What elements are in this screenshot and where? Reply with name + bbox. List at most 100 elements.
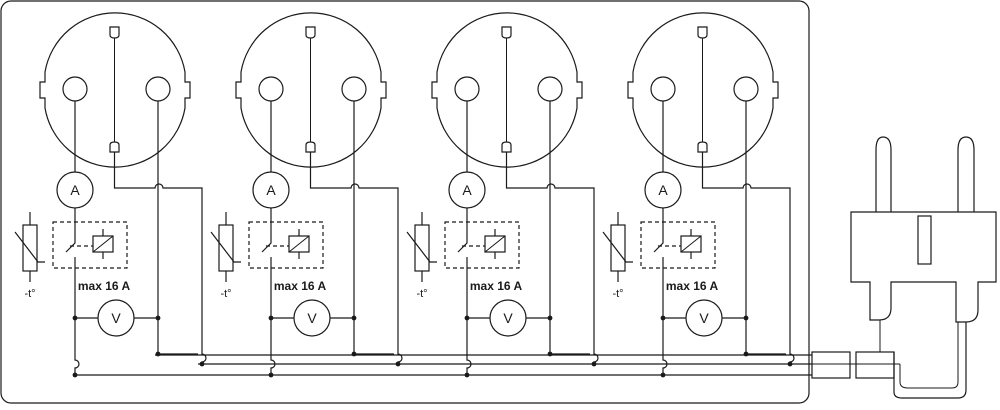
ammeter-label: A xyxy=(70,182,80,198)
voltmeter-icon: V xyxy=(268,299,357,337)
socket-outlet-icon xyxy=(39,12,191,168)
socket-hole-right xyxy=(145,76,171,102)
earth-contact-bottom xyxy=(501,141,512,153)
ammeter-icon: A xyxy=(56,101,94,233)
ammeter-icon: A xyxy=(644,101,682,233)
relay-enclosure xyxy=(640,221,716,269)
thermistor-slash xyxy=(602,231,633,263)
earth-contact-top xyxy=(109,26,120,39)
thermal-label: -t° xyxy=(612,288,623,300)
relay-icon xyxy=(640,221,716,318)
socket-hole-left xyxy=(258,76,284,102)
earth-contact-top xyxy=(305,26,316,39)
socket-hole-left xyxy=(650,76,676,102)
earth-wire xyxy=(113,152,207,364)
thermal-label: -t° xyxy=(416,288,427,300)
voltmeter-label: V xyxy=(307,310,317,326)
ammeter-label: A xyxy=(658,182,668,198)
voltmeter-label: V xyxy=(111,310,121,326)
socket-modules: A-t°max 16 AVA-t°max 16 AVA-t°max 16 AVA… xyxy=(14,12,795,378)
ammeter-icon: A xyxy=(448,101,486,233)
thermistor-slash xyxy=(210,231,241,263)
thermistor-body xyxy=(610,224,626,272)
rating-label: max 16 A xyxy=(274,279,327,293)
relay-icon xyxy=(444,221,520,318)
strip-housing xyxy=(0,0,810,404)
relay-coil-diagonal xyxy=(680,235,702,253)
ammeter-icon: A xyxy=(252,101,290,233)
socket-module: A -t° max 16 A V xyxy=(406,12,599,378)
thermistor-body xyxy=(218,224,234,272)
relay-coil-diagonal xyxy=(484,235,506,253)
earth-contact-top xyxy=(501,26,512,39)
socket-hole-right xyxy=(341,76,367,102)
junction-dot xyxy=(351,315,357,321)
thermal-label: -t° xyxy=(220,288,231,300)
socket-hole-right xyxy=(537,76,563,102)
junction-dot xyxy=(743,351,749,357)
live-wire-right xyxy=(549,101,590,355)
junction-dot xyxy=(351,351,357,357)
plug-icon xyxy=(850,136,997,399)
relay-coil-diagonal xyxy=(288,235,310,253)
thermistor-icon: -t° xyxy=(14,212,45,300)
voltmeter-label: V xyxy=(503,310,513,326)
plug-pin-left xyxy=(875,136,892,212)
socket-face xyxy=(39,12,191,168)
relay-contact xyxy=(65,233,76,253)
earth-wire xyxy=(701,152,795,364)
relay-enclosure xyxy=(52,221,128,269)
cable-section xyxy=(811,351,851,379)
relay-contact xyxy=(261,233,272,253)
live-wire-left xyxy=(662,318,668,375)
live-wire-left xyxy=(74,318,80,375)
thermistor-icon: -t° xyxy=(602,212,633,300)
socket-hole-right xyxy=(733,76,759,102)
supply-bus xyxy=(75,354,812,376)
live-wire-left xyxy=(466,318,472,375)
socket-outlet-icon xyxy=(431,12,583,168)
socket-module: A -t° max 16 A V xyxy=(14,12,207,378)
rating-label: max 16 A xyxy=(470,279,523,293)
voltmeter-icon: V xyxy=(464,299,553,337)
power-cable xyxy=(811,351,900,379)
plug-pin-right xyxy=(957,136,975,212)
earth-contact-bottom xyxy=(109,141,120,153)
relay-contact xyxy=(653,233,664,253)
thermal-label: -t° xyxy=(24,288,35,300)
relay-enclosure xyxy=(248,221,324,269)
socket-outlet-icon xyxy=(235,12,387,168)
live-wire-right xyxy=(745,101,786,355)
socket-face xyxy=(235,12,387,168)
relay-coil-diagonal xyxy=(92,235,114,253)
live-wire-left xyxy=(270,318,276,375)
thermistor-slash xyxy=(406,231,437,263)
thermistor-icon: -t° xyxy=(210,212,241,300)
junction-dot xyxy=(547,351,553,357)
socket-outlet-icon xyxy=(627,12,779,168)
voltmeter-label: V xyxy=(699,310,709,326)
relay-icon xyxy=(248,221,324,318)
thermistor-body xyxy=(414,224,430,272)
socket-hole-left xyxy=(454,76,480,102)
live-wire-right xyxy=(353,101,394,355)
rating-label: max 16 A xyxy=(78,279,131,293)
rating-label: max 16 A xyxy=(666,279,719,293)
socket-face xyxy=(431,12,583,168)
socket-face xyxy=(627,12,779,168)
plug-cord xyxy=(893,322,967,399)
earth-contact-bottom xyxy=(305,141,316,153)
earth-contact-top xyxy=(697,26,708,39)
junction-dot xyxy=(547,315,553,321)
relay-icon xyxy=(52,221,128,318)
thermistor-icon: -t° xyxy=(406,212,437,300)
junction-dot xyxy=(155,315,161,321)
relay-contact xyxy=(457,233,468,253)
ammeter-label: A xyxy=(266,182,276,198)
plug-body xyxy=(850,211,997,323)
earth-contact-bottom xyxy=(697,141,708,153)
ammeter-label: A xyxy=(462,182,472,198)
thermistor-slash xyxy=(14,231,45,263)
